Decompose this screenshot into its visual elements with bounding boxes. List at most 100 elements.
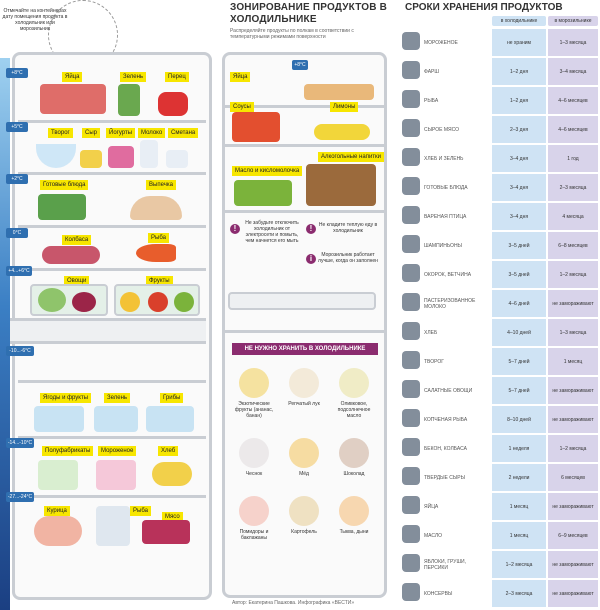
yogurt-illustration	[108, 146, 134, 168]
warning-text: Не кладите теплую еду в холодильник	[318, 222, 378, 234]
freezer-duration: 4–6 месяцев	[548, 116, 598, 143]
food-name: Копченая рыба	[424, 416, 468, 423]
shelf	[18, 268, 206, 271]
food-name: Хлеб и зелень	[424, 155, 464, 162]
shelf-label: Ягоды и фрукты	[40, 393, 92, 403]
sour-cream-illustration	[166, 150, 188, 168]
shelf-label: Курица	[44, 506, 70, 516]
zoning-subtitle: Распределяйте продукты по полкам в соотв…	[230, 28, 354, 40]
fridge-duration: 3–5 дней	[492, 232, 546, 259]
not-in-fridge-item: Помидоры и баклажаны	[230, 496, 278, 541]
apple-green-illustration	[174, 292, 194, 312]
food-icon	[402, 322, 420, 340]
convenience-food-box	[38, 460, 78, 490]
pastry-illustration	[130, 196, 182, 220]
chicken-illustration	[34, 516, 82, 546]
freezer-duration: 6 месяцев	[548, 464, 598, 491]
food-name: Вареная птица	[424, 213, 467, 220]
shelf-label: Хлеб	[158, 446, 179, 456]
warning-icon: !	[230, 224, 240, 234]
fridge-divider	[10, 318, 206, 344]
freezer-duration: 1–3 месяца	[548, 319, 598, 346]
zoning-title: ЗОНИРОВАНИЕ ПРОДУКТОВ В ХОЛОДИЛЬНИКЕ	[230, 2, 388, 25]
fridge-duration: не храним	[492, 29, 546, 56]
shelf-label: Готовые блюда	[40, 180, 89, 190]
sausage-illustration	[42, 246, 100, 264]
eggs-tray	[40, 84, 106, 114]
food-icon	[402, 409, 420, 427]
temp-chip: +2°C	[6, 174, 28, 184]
food-icon	[402, 177, 420, 195]
banana-icon	[239, 368, 269, 398]
fridge-duration: 2–3 дня	[492, 116, 546, 143]
shelf-label: Зелень	[120, 72, 147, 82]
door-shelf	[224, 210, 385, 213]
food-name: Шампиньоны	[424, 242, 462, 249]
food-name: Масло	[424, 532, 443, 539]
temp-chip: -27...-24°C	[6, 492, 34, 502]
freezer-duration: не замораживают	[548, 406, 598, 433]
shelf-label: Рыба	[130, 506, 151, 516]
shelf-label: Выпечка	[146, 180, 176, 190]
shelf-label: Рыба	[148, 233, 169, 243]
door-shelf	[224, 144, 385, 147]
shelf-label: Зелень	[104, 393, 131, 403]
shelf	[18, 172, 206, 175]
cabbage-illustration	[38, 288, 66, 312]
food-icon	[402, 438, 420, 456]
not-in-fridge-item: Тыква, дыни	[330, 496, 378, 535]
door-shelf	[224, 330, 385, 333]
mushroom-box	[146, 406, 194, 432]
fridge-duration: 1 месяц	[492, 493, 546, 520]
ice-cream-illustration	[96, 460, 136, 490]
thermometer-bar	[0, 58, 10, 610]
freezer-duration: 1–2 месяца	[548, 435, 598, 462]
bread-illustration	[152, 462, 192, 486]
food-icon	[402, 61, 420, 79]
food-name: Пастеризованное молоко	[424, 297, 476, 310]
meat-illustration	[142, 520, 190, 544]
shelf-label: Фрукты	[146, 276, 173, 286]
food-icon	[402, 293, 420, 311]
food-name: Рыба	[424, 97, 439, 104]
freezer-duration: 6–8 месяцев	[548, 232, 598, 259]
freezer-duration: 1 месяц	[548, 348, 598, 375]
not-in-fridge-item: Картофель	[280, 496, 328, 535]
freezer-duration: не замораживают	[548, 290, 598, 317]
shelf	[18, 225, 206, 228]
door-label: Соусы	[230, 102, 254, 112]
not-in-fridge-item: Репчатый лук	[280, 368, 328, 407]
food-name: Фарш	[424, 68, 439, 75]
egg-tray	[304, 84, 374, 100]
temp-chip: 0°C	[6, 228, 28, 238]
food-icon	[402, 351, 420, 369]
food-name: Хлеб	[424, 329, 438, 336]
fridge-duration: 5–7 дней	[492, 348, 546, 375]
food-icon	[402, 554, 420, 572]
freezer-duration: не замораживают	[548, 551, 598, 578]
fridge-duration: 8–10 дней	[492, 406, 546, 433]
temp-chip: -10...-6°C	[6, 346, 34, 356]
food-name: Творог	[424, 358, 444, 365]
food-name: Салатные овощи	[424, 387, 473, 394]
not-in-fridge-item: Экзотические фрукты (ананас, банан)	[230, 368, 278, 419]
freezer-duration: 1 год	[548, 145, 598, 172]
shelf-label: Полуфабрикаты	[42, 446, 94, 456]
garlic-icon	[239, 438, 269, 468]
shelf-label: Перец	[165, 72, 189, 82]
freezer-duration: 3–4 месяца	[548, 58, 598, 85]
apple-illustration	[148, 292, 168, 312]
